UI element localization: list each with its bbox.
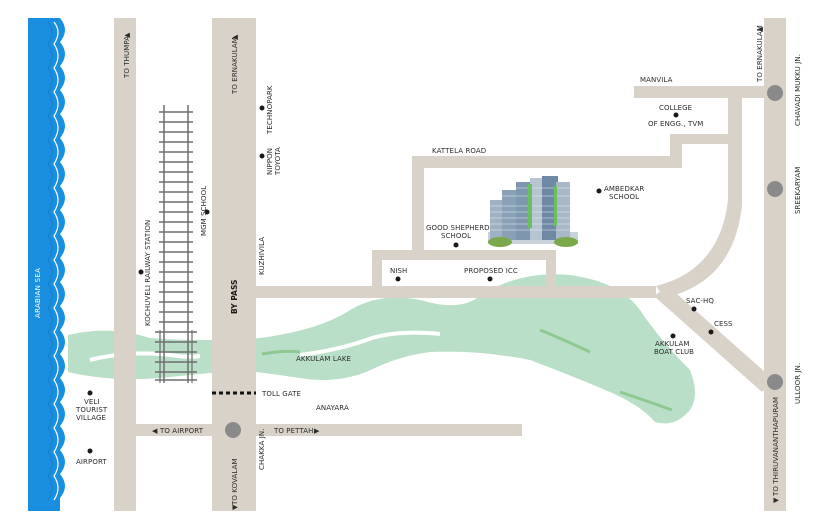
mgm-school-label: MGM SCHOOL: [200, 186, 208, 236]
veli-label-1: VELI: [84, 398, 100, 406]
college-label-1: COLLEGE: [659, 104, 692, 112]
technopark-marker: [259, 105, 265, 111]
chavadi-mukku-junction: [767, 85, 783, 101]
to-ernakulam-right-label: TO ERNAKULAM: [756, 25, 764, 83]
arrow-up-icon: ▲: [756, 26, 764, 32]
akkulam-boat-club-marker: [670, 333, 676, 339]
airport-label: AIRPORT: [76, 458, 107, 466]
thumpa-road: [114, 18, 136, 511]
nish-label: NISH: [390, 267, 407, 275]
proposed-icc-marker: [487, 276, 493, 282]
ulloor-junction: [767, 374, 783, 390]
good-shepherd-label-1: GOOD SHEPHERD: [426, 224, 490, 232]
technopark-label: TECHNOPARK: [266, 85, 274, 135]
kattela-road-label: KATTELA ROAD: [432, 147, 486, 155]
to-pettah-label: TO PETTAH: [273, 427, 314, 435]
to-thiruvananthapuram-label: TO THIRUVANANTHAPURAM: [772, 397, 780, 497]
arrow-right-icon: ▶: [314, 427, 320, 435]
cess-label: CESS: [714, 320, 733, 328]
arrow-down-icon: ▼: [231, 504, 239, 510]
nish-road: [372, 250, 556, 260]
chakka-junction: [225, 422, 241, 438]
arrow-left-icon: ◀: [152, 427, 158, 435]
arabian-sea: [28, 18, 68, 511]
college-marker: [673, 112, 679, 118]
good-shepherd-marker: [453, 242, 459, 248]
akkulam-bc-label-1: AKKULAM: [655, 340, 690, 348]
college-curve-road: [656, 98, 742, 298]
project-building-icon: [488, 176, 578, 247]
to-thumpa-label: TO THUMPA: [123, 36, 131, 79]
ambedkar-label-1: AMBEDKAR: [604, 185, 644, 193]
to-ernakulam-left-label: TO ERNAKULAM: [231, 37, 239, 95]
nish-link: [372, 250, 382, 288]
airport-marker: [87, 448, 93, 454]
kochuveli-station-marker: [138, 269, 144, 275]
railway-track: [155, 105, 197, 383]
anayara-label: ANAYARA: [316, 404, 349, 412]
kochuveli-station-label: KOCHUVELI RAILWAY STATION: [144, 220, 152, 326]
arrow-up-icon: ▲: [231, 34, 239, 40]
by-pass-label: BY PASS: [230, 280, 239, 314]
school-road: [412, 156, 424, 256]
arabian-sea-label: ARABIAN SEA: [34, 268, 42, 318]
sac-hq-marker: [691, 306, 697, 312]
nish-marker: [395, 276, 401, 282]
icc-link: [546, 250, 556, 286]
chakka-jn-label: CHAKKA JN.: [258, 428, 266, 470]
ambedkar-label-2: SCHOOL: [609, 193, 639, 201]
mgm-school-marker: [204, 209, 210, 215]
nippon-toyota-marker: [259, 153, 265, 159]
road-network: [114, 18, 786, 511]
kuzhivila-road: [256, 286, 656, 298]
kattela-road: [412, 156, 682, 168]
ulloor-jn-label: ULLOOR JN.: [794, 363, 802, 404]
to-airport-label: TO AIRPORT: [159, 427, 204, 435]
to-kovalam-label: TO KOVALAM: [231, 458, 239, 506]
manvila-label: MANVILA: [640, 76, 673, 84]
proposed-icc-label: PROPOSED ICC: [464, 267, 518, 275]
good-shepherd-label-2: SCHOOL: [441, 232, 471, 240]
manvila-road: [634, 86, 764, 98]
arrow-down-icon: ▼: [772, 497, 780, 503]
cess-marker: [708, 329, 714, 335]
toyota-label: TOYOTA: [274, 147, 282, 176]
veli-tourist-village-marker: [87, 390, 93, 396]
arrow-up-icon: ▲: [123, 32, 131, 38]
kattela-link-2: [670, 134, 740, 144]
toll-gate-label: TOLL GATE: [261, 390, 301, 398]
veli-label-2: TOURIST: [75, 406, 108, 414]
akkulam-bc-label-2: BOAT CLUB: [654, 348, 694, 356]
sreekaryam-label: SREEKARYAM: [794, 167, 802, 214]
nippon-label: NIPPON: [266, 148, 274, 175]
kuzhivila-label: KUZHIVILA: [258, 237, 266, 275]
sreekaryam-junction: [767, 181, 783, 197]
sac-road: [654, 286, 774, 392]
veli-label-3: VILLAGE: [76, 414, 106, 422]
akkulam-lake-label: AKKULAM LAKE: [296, 355, 351, 363]
ambedkar-school-marker: [596, 188, 602, 194]
chavadi-mukku-label: CHAVADI MUKKU JN.: [794, 54, 802, 126]
sac-hq-label: SAC-HQ: [686, 297, 714, 305]
college-label-2: OF ENGG., TVM: [648, 120, 703, 128]
